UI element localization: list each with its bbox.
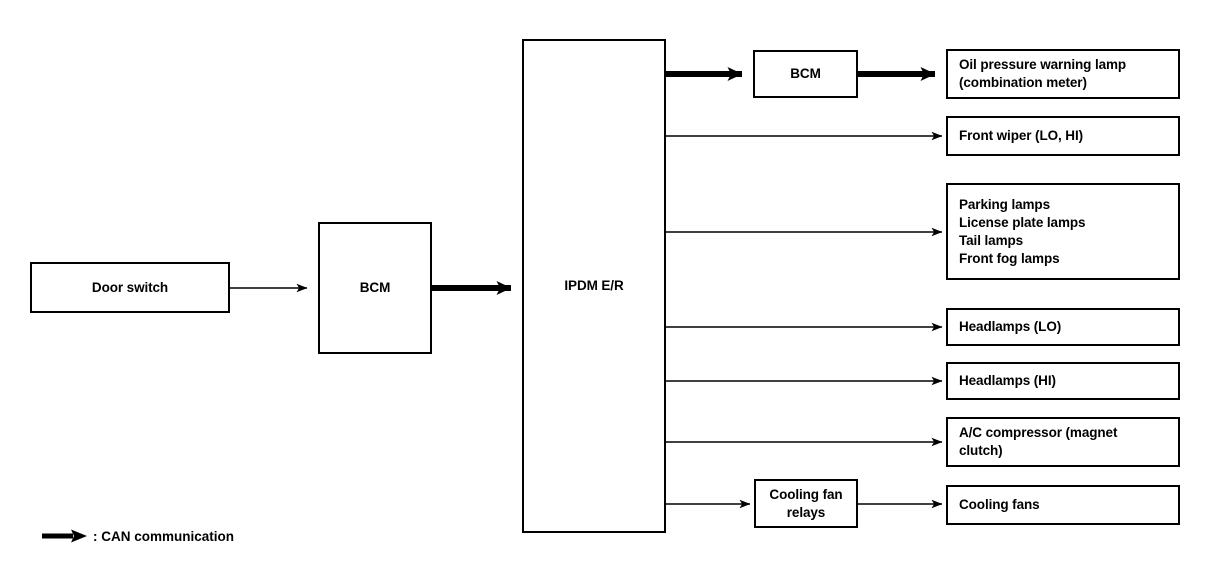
node-bcm-top-label-0: BCM [790, 66, 821, 81]
node-oil-pressure-lamp: Oil pressure warning lamp (combination m… [946, 49, 1180, 99]
node-bcm-left: BCM [318, 222, 432, 354]
node-cooling-fan-relays: Cooling fan relays [754, 479, 858, 528]
node-headlamps-lo-label-0: Headlamps (LO) [959, 319, 1062, 334]
node-cooling-fan-relays-label-1: relays [786, 504, 826, 520]
node-door-switch: Door switch [30, 262, 230, 313]
node-headlamps-hi-label-0: Headlamps (HI) [959, 373, 1056, 388]
node-front-wiper: Front wiper (LO, HI) [946, 116, 1180, 156]
node-exterior-lamps-label-1: License plate lamps [959, 214, 1086, 230]
node-cooling-fans: Cooling fans [946, 485, 1180, 525]
node-front-wiper-label-0: Front wiper (LO, HI) [959, 128, 1083, 143]
node-headlamps-hi: Headlamps (HI) [946, 362, 1180, 400]
node-ipdm-er: IPDM E/R [522, 39, 666, 533]
node-ac-compressor-label-0: A/C compressor (magnet [959, 425, 1118, 440]
node-exterior-lamps: Parking lamps License plate lamps Tail l… [946, 183, 1180, 280]
node-cooling-fan-relays-label-0: Cooling fan [769, 486, 843, 502]
node-ac-compressor: A/C compressor (magnet clutch) [946, 417, 1180, 467]
node-exterior-lamps-label-3: Front fog lamps [959, 250, 1060, 266]
node-exterior-lamps-label-2: Tail lamps [959, 232, 1024, 248]
thick-arrow-icon [42, 529, 87, 543]
legend-text: : CAN communication [93, 528, 235, 544]
node-headlamps-lo: Headlamps (LO) [946, 308, 1180, 346]
legend: : CAN communication [42, 524, 234, 548]
node-oil-pressure-lamp-label-1: (combination meter) [959, 75, 1087, 90]
node-bcm-top: BCM [753, 50, 858, 98]
node-ac-compressor-label-1: clutch) [959, 443, 1003, 458]
node-ipdm-er-label-0: IPDM E/R [564, 278, 624, 293]
node-exterior-lamps-label-0: Parking lamps [959, 196, 1050, 212]
node-oil-pressure-lamp-label-0: Oil pressure warning lamp [959, 57, 1127, 72]
node-door-switch-label-0: Door switch [91, 279, 169, 295]
node-cooling-fans-label-0: Cooling fans [959, 497, 1040, 512]
node-bcm-left-label-0: BCM [359, 280, 391, 295]
